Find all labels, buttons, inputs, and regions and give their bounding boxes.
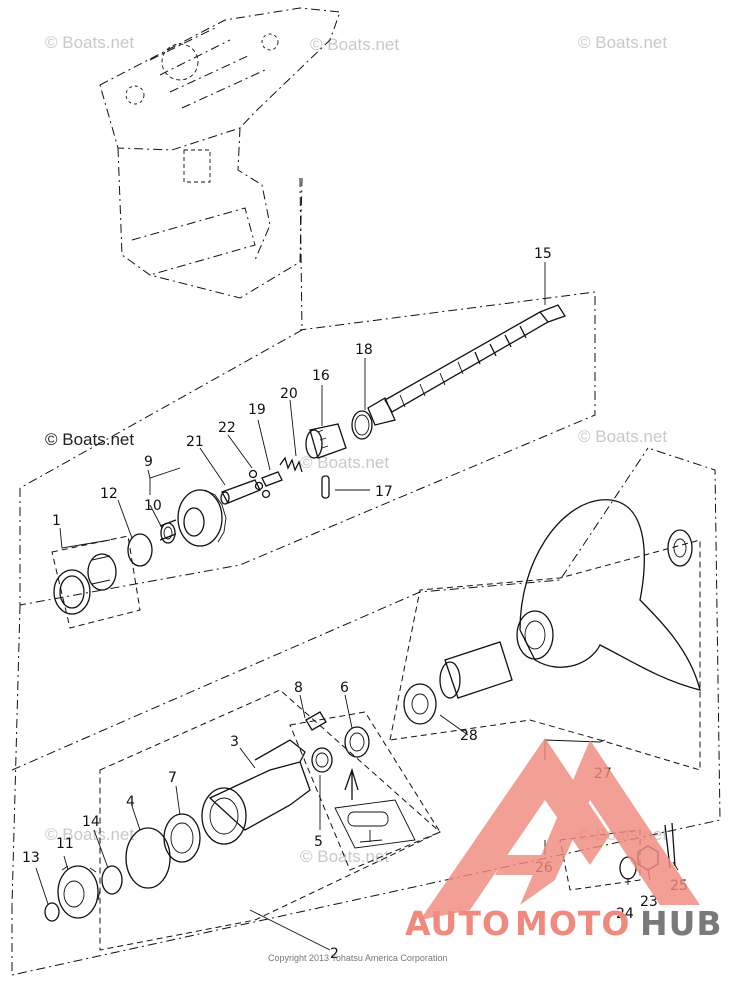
watermark: © Boats.net bbox=[300, 847, 389, 866]
prop-shaft-housing bbox=[201, 739, 311, 845]
needle-bearing bbox=[159, 519, 177, 544]
callout-22: 22 bbox=[218, 420, 236, 436]
callout-14: 14 bbox=[82, 814, 100, 830]
watermark-bold: © Boats.net bbox=[45, 430, 134, 449]
callout-9: 9 bbox=[144, 454, 153, 470]
callout-10: 10 bbox=[144, 498, 162, 514]
install-arrow bbox=[344, 767, 359, 800]
callout-11: 11 bbox=[56, 836, 74, 852]
callout-3: 3 bbox=[230, 734, 239, 750]
spring-ring bbox=[351, 410, 373, 440]
oil-seal bbox=[344, 726, 370, 758]
callout-12: 12 bbox=[100, 486, 118, 502]
copyright-notice: Copyright 2013 Tohatsu America Corporati… bbox=[268, 953, 447, 963]
callout-16: 16 bbox=[312, 368, 330, 384]
callout-19: 19 bbox=[248, 402, 266, 418]
watermark: © Boats.net bbox=[578, 427, 667, 446]
dog-clutch bbox=[305, 423, 347, 459]
logo-triangle-left bbox=[420, 738, 610, 920]
callout-6: 6 bbox=[340, 680, 349, 696]
propeller-shaft bbox=[367, 304, 566, 426]
reverse-gear bbox=[177, 489, 227, 547]
shim bbox=[101, 865, 123, 895]
brand-logo bbox=[420, 738, 700, 920]
watermark: © Boats.net bbox=[300, 453, 389, 472]
callout-8: 8 bbox=[294, 680, 303, 696]
callout-21: 21 bbox=[186, 434, 204, 450]
watermark: © Boats.net bbox=[45, 33, 134, 52]
callout-4: 4 bbox=[126, 794, 135, 810]
callout-18: 18 bbox=[355, 342, 373, 358]
callout-2: 2 bbox=[330, 946, 339, 962]
detent-pin bbox=[261, 471, 283, 487]
callout-13: 13 bbox=[22, 850, 40, 866]
assembly-boundaries bbox=[11, 291, 721, 976]
callout-15: 15 bbox=[534, 246, 552, 262]
prop-bushing bbox=[439, 641, 513, 699]
o-ring bbox=[125, 827, 171, 889]
cross-pin bbox=[321, 475, 330, 499]
taper-roller-bearing bbox=[53, 553, 117, 615]
logo-bar bbox=[495, 855, 560, 875]
callout-7: 7 bbox=[168, 770, 177, 786]
bolt bbox=[305, 711, 327, 731]
needle-bearing-small bbox=[311, 747, 333, 773]
callout-28: 28 bbox=[460, 728, 478, 744]
logo-triangle-right bbox=[520, 740, 700, 905]
leader-lines bbox=[35, 262, 679, 951]
watermark: © Boats.net bbox=[310, 35, 399, 54]
callout-20: 20 bbox=[280, 386, 298, 402]
propeller bbox=[516, 499, 701, 691]
brand-hub: HUB bbox=[640, 904, 723, 943]
gear-case-housing bbox=[19, 7, 341, 489]
brand-wordmark: AUTO MOTO HUB bbox=[405, 904, 723, 943]
shift-plunger bbox=[220, 479, 261, 505]
shim-ring bbox=[127, 533, 153, 567]
thrust-washer bbox=[403, 683, 437, 725]
watermark: © Boats.net bbox=[578, 33, 667, 52]
tool-inset bbox=[334, 799, 416, 849]
callout-5: 5 bbox=[314, 834, 323, 850]
forward-gear bbox=[57, 865, 101, 919]
callout-17: 17 bbox=[375, 484, 393, 500]
washer bbox=[44, 902, 60, 922]
brand-moto: MOTO bbox=[515, 904, 630, 943]
shift-spring bbox=[279, 456, 303, 473]
callout-1: 1 bbox=[52, 513, 61, 529]
steel-balls bbox=[248, 469, 271, 499]
thrust-holder bbox=[667, 529, 693, 567]
watermark: © Boats.net bbox=[45, 825, 134, 844]
callout-24: 24 bbox=[616, 906, 634, 922]
brand-auto: AUTO bbox=[405, 904, 511, 943]
callout-23: 23 bbox=[640, 894, 658, 910]
